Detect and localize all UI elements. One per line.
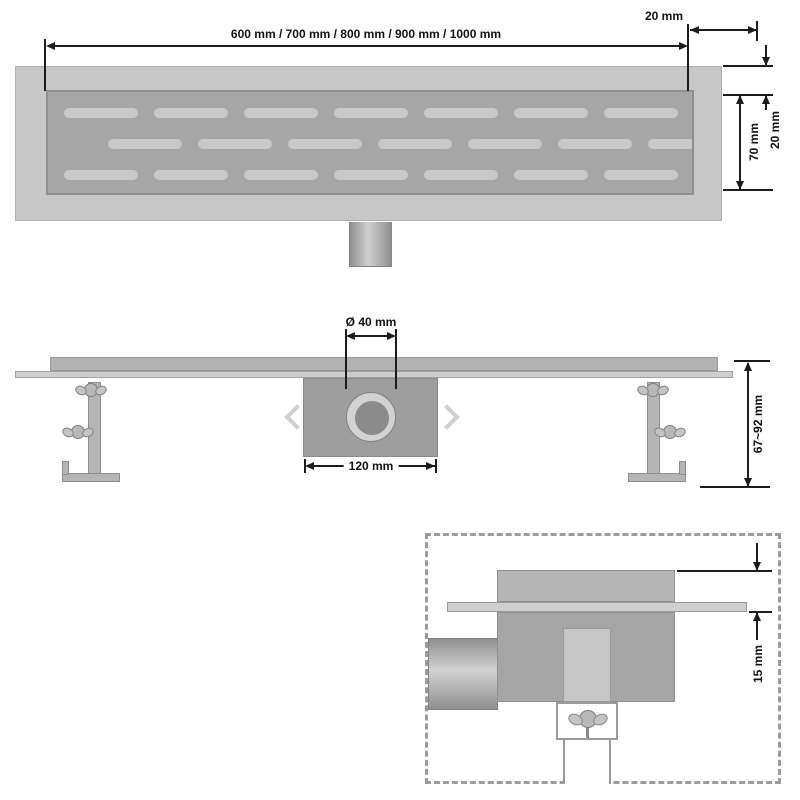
dim-line-flange bbox=[690, 29, 757, 31]
drain-grate bbox=[46, 90, 694, 195]
dim-arrow-right bbox=[748, 26, 757, 34]
grate-slot bbox=[64, 170, 138, 180]
grate-slot bbox=[558, 139, 632, 149]
dim-line-grate-height bbox=[739, 96, 741, 189]
flange-plate bbox=[15, 371, 733, 378]
adjustable-height-label: 67~92 mm bbox=[751, 394, 765, 454]
detail-upper-block bbox=[497, 570, 675, 602]
dim-arrow-left bbox=[46, 42, 55, 50]
channel-wall bbox=[50, 357, 718, 371]
wing-nut-icon bbox=[646, 383, 660, 397]
grate-slot bbox=[604, 108, 678, 118]
grate-slot bbox=[334, 170, 408, 180]
grate-slot bbox=[424, 108, 498, 118]
dim-arrow-down bbox=[736, 181, 744, 190]
grate-slot bbox=[648, 139, 692, 149]
dim-arrow-left bbox=[305, 462, 314, 470]
outlet-diameter-label: Ø 40 mm bbox=[345, 315, 397, 329]
dim-extension-line bbox=[687, 24, 689, 91]
dim-extension-line bbox=[677, 570, 772, 572]
grate-slot bbox=[108, 139, 182, 149]
dim-arrow-left bbox=[346, 332, 355, 340]
dim-arrow-tail bbox=[756, 543, 758, 570]
outlet-circle-inner bbox=[355, 401, 389, 435]
grate-height-label: 70 mm bbox=[747, 122, 761, 162]
grate-slot bbox=[64, 108, 138, 118]
side-clip-icon bbox=[434, 404, 460, 430]
dim-extension-line bbox=[723, 94, 773, 96]
foot-lip-left bbox=[62, 461, 69, 475]
grate-slot bbox=[468, 139, 542, 149]
dim-extension-line bbox=[723, 65, 773, 67]
dim-extension-line bbox=[734, 360, 770, 362]
dim-line-length bbox=[48, 45, 684, 47]
foot-base-right bbox=[628, 473, 686, 482]
dim-arrow-left bbox=[690, 26, 699, 34]
grate-slot-row bbox=[108, 139, 692, 149]
grate-slot bbox=[378, 139, 452, 149]
wing-nut-icon bbox=[579, 710, 597, 728]
wing-nut-icon bbox=[84, 383, 98, 397]
dim-arrow-tail bbox=[765, 45, 767, 65]
dim-arrow-right bbox=[387, 332, 396, 340]
dim-arrow-up bbox=[736, 95, 744, 104]
grate-slot bbox=[244, 170, 318, 180]
grate-slot bbox=[244, 108, 318, 118]
dim-arrow-up bbox=[753, 612, 761, 621]
grate-slot bbox=[198, 139, 272, 149]
foot-lip-right bbox=[679, 461, 686, 475]
grate-slot bbox=[604, 170, 678, 180]
dim-extension-line bbox=[700, 486, 770, 488]
dim-extension-line bbox=[44, 39, 46, 91]
grate-slot bbox=[514, 108, 588, 118]
border-width-label: 20 mm bbox=[768, 110, 782, 150]
dim-arrow-right bbox=[426, 462, 435, 470]
dim-extension-line bbox=[435, 459, 437, 473]
dim-arrow-tail bbox=[756, 613, 758, 640]
dim-arrow-up bbox=[744, 362, 752, 371]
dim-extension-line bbox=[756, 21, 758, 41]
dim-extension-line bbox=[723, 189, 773, 191]
dim-arrow-down bbox=[762, 57, 770, 66]
dim-extension-line bbox=[345, 329, 347, 389]
grate-slot bbox=[514, 170, 588, 180]
dim-arrow-up bbox=[762, 95, 770, 104]
detail-flange-plate bbox=[447, 602, 747, 612]
wing-nut-icon bbox=[663, 425, 677, 439]
screw-shaft bbox=[586, 726, 589, 738]
grate-slot bbox=[154, 108, 228, 118]
grate-slot-row bbox=[64, 170, 692, 180]
dim-arrow-down bbox=[753, 562, 761, 571]
outlet-pipe-top-view bbox=[349, 222, 392, 267]
detail-leg bbox=[563, 740, 611, 784]
flange-width-label: 20 mm bbox=[644, 9, 684, 23]
outlet-pipe-detail bbox=[428, 638, 498, 710]
length-dimension-label: 600 mm / 700 mm / 800 mm / 900 mm / 1000… bbox=[230, 27, 502, 41]
foot-base-left bbox=[62, 473, 120, 482]
wing-nut-icon bbox=[71, 425, 85, 439]
flange-offset-label: 15 mm bbox=[751, 644, 765, 684]
dim-line-diameter bbox=[348, 335, 394, 337]
grate-slot bbox=[154, 170, 228, 180]
dim-extension-line bbox=[395, 329, 397, 389]
grate-slot bbox=[288, 139, 362, 149]
dim-line-height bbox=[747, 363, 749, 486]
trap-width-label: 120 mm bbox=[343, 459, 399, 473]
grate-slot bbox=[334, 108, 408, 118]
dim-arrow-right bbox=[679, 42, 688, 50]
grate-slot-row bbox=[64, 108, 692, 118]
dim-arrow-down bbox=[744, 478, 752, 487]
detail-leg-channel bbox=[563, 628, 611, 702]
grate-slot bbox=[424, 170, 498, 180]
